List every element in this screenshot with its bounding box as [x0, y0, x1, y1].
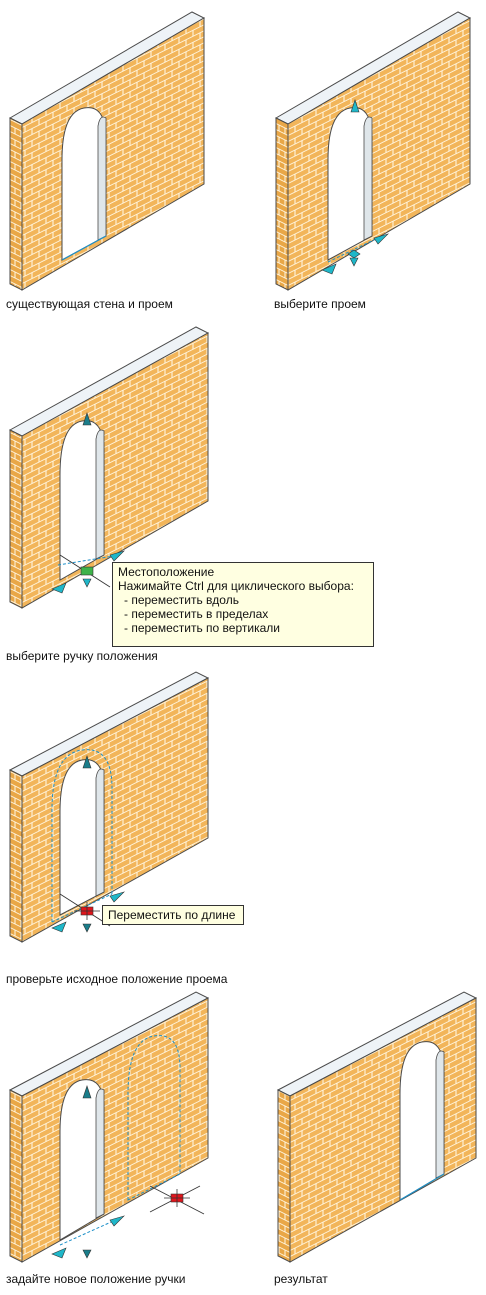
grip-arrow-left [51, 582, 67, 594]
grip-arrow-right [109, 550, 126, 562]
grip-arrow-right [373, 233, 390, 245]
caption-step5: задайте новое положение ручки [6, 1272, 186, 1286]
panel-new-position: задайте новое положение ручки [0, 990, 240, 1295]
tooltip-move-text: Переместить по длине [108, 908, 236, 922]
wall-drawing [8, 991, 210, 1263]
caption-step1: существующая стена и проем [6, 297, 173, 311]
panel-existing-wall: существующая стена и проем [0, 0, 240, 311]
grip-arrow-up [82, 1085, 92, 1099]
caption-step2: выберите проем [274, 297, 366, 311]
grip-location-active [74, 902, 100, 920]
wall-drawing [8, 671, 210, 943]
grip-arrow-down [82, 923, 92, 933]
grip-arrow-up [82, 412, 92, 426]
grip-arrow-left [51, 921, 67, 933]
grip-arrow-left [321, 263, 337, 275]
grip-arrow-down [349, 257, 359, 267]
tooltip-move-along: Переместить по длине [102, 905, 244, 925]
grip-location-selected [80, 566, 94, 576]
caption-step6: результат [274, 1272, 328, 1286]
grip-arrow-left [51, 1247, 67, 1259]
caption-step3: выберите ручку положения [6, 649, 158, 663]
tooltip-hint: Нажимайте Ctrl для циклического выбора: [118, 579, 354, 593]
tooltip-option-move-within: - переместить в пределах [124, 607, 269, 621]
grip-arrow-up [82, 755, 92, 769]
panel-select-opening: выберите проем [270, 0, 486, 311]
tooltip-option-move-vertical: - переместить по вертикали [124, 621, 280, 635]
panel-verify-position: Переместить по длине проверьте исходное … [0, 670, 486, 990]
tooltip-location: Местоположение Нажимайте Ctrl для циклич… [112, 562, 374, 647]
tooltip-title: Местоположение [118, 565, 215, 579]
caption-step4: проверьте исходное положение проема [6, 972, 228, 986]
wall-drawing [274, 11, 472, 291]
grip-arrow-down [82, 1249, 92, 1259]
grip-arrow-down [82, 578, 92, 588]
tooltip-option-move-along: - переместить вдоль [124, 593, 239, 607]
grip-arrow-right [109, 1215, 126, 1227]
grip-arrow-right [109, 891, 126, 903]
wall-drawing [276, 991, 478, 1263]
grip-arrow-up [350, 99, 360, 113]
panel-select-grip: Местоположение Нажимайте Ctrl для циклич… [0, 325, 486, 670]
grip-location-moving [164, 1189, 190, 1207]
panel-result: результат [270, 990, 486, 1295]
wall-drawing [8, 326, 210, 609]
wall-drawing [8, 11, 206, 291]
